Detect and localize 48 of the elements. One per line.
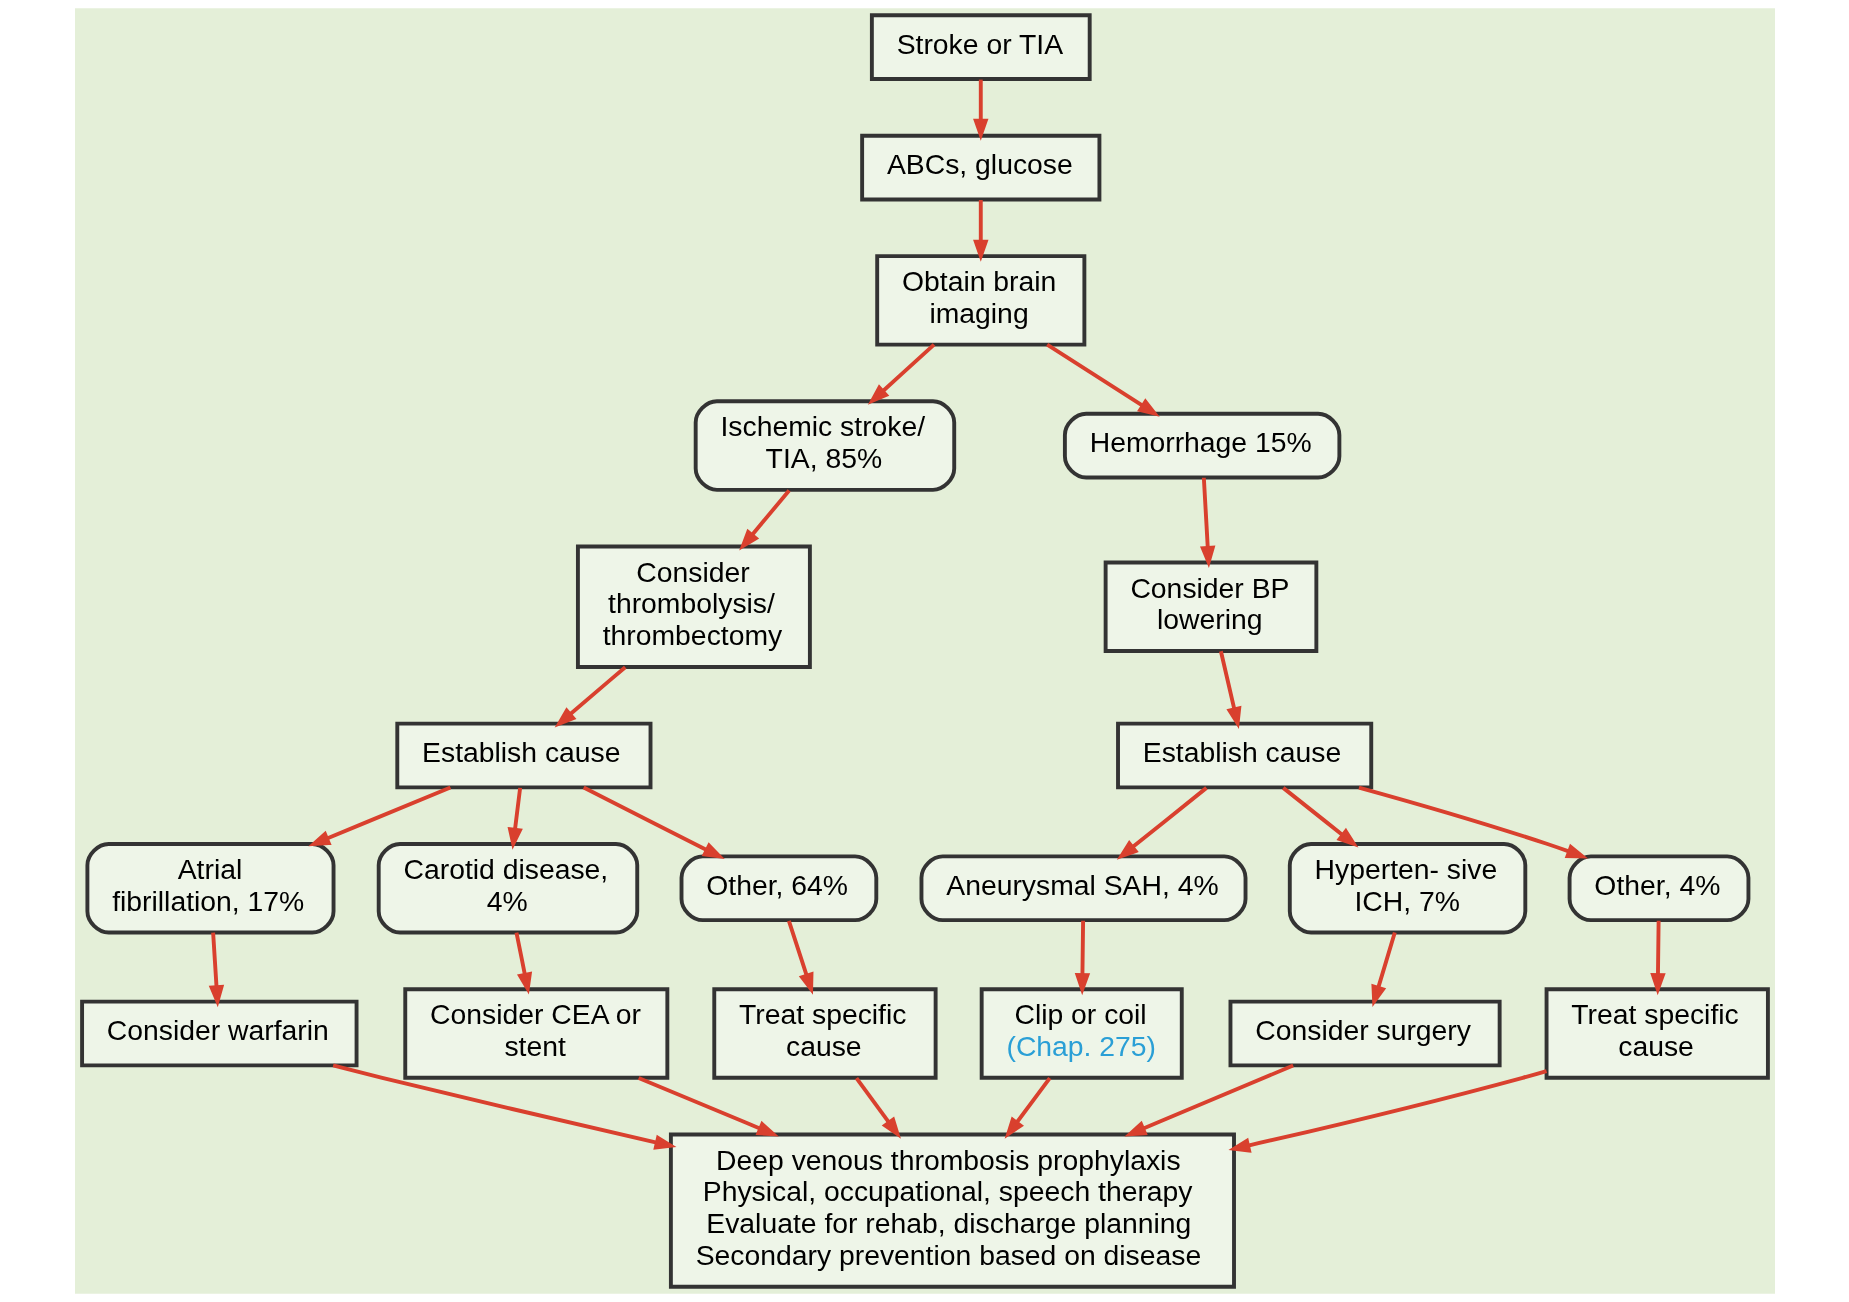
node-box: Ischemic stroke/ TIA, 85% xyxy=(693,399,956,492)
arrow xyxy=(332,1063,676,1150)
arrow xyxy=(1045,343,1160,417)
node-box: Consider warfarin xyxy=(79,999,358,1068)
arrow xyxy=(1227,1069,1547,1153)
node-box: Treat specific cause xyxy=(1544,987,1770,1080)
node-box: Obtain brain imaging xyxy=(874,254,1086,347)
arrow xyxy=(1123,1063,1294,1137)
arrow xyxy=(554,665,626,728)
arrow xyxy=(1074,920,1090,996)
node-box: Establish cause xyxy=(394,721,652,790)
arrow xyxy=(1218,650,1241,729)
arrow xyxy=(208,932,224,1008)
node-box: Stroke or TIA xyxy=(869,13,1092,81)
node-box: Deep venous thrombosis prophylaxis Physical, occupational, speech therapy Evaluate for rehab, discharge planning Secondary prevention based on disease xyxy=(668,1132,1236,1289)
arrow xyxy=(867,343,935,405)
arrow xyxy=(507,787,523,850)
node-box: Other, 4% xyxy=(1567,854,1750,923)
arrow xyxy=(1357,785,1588,859)
node-box: Consider surgery xyxy=(1228,999,1502,1068)
node-box: Atrial fibrillation, 17% xyxy=(84,842,335,935)
arrow xyxy=(1281,786,1358,848)
arrow xyxy=(1116,786,1208,860)
node-box: Treat specific cause xyxy=(711,987,938,1080)
arrow xyxy=(1004,1077,1051,1139)
node-box: Consider CEA or stent xyxy=(402,987,669,1080)
node-box: Clip or coil (Chap. 275) xyxy=(979,987,1184,1080)
arrow xyxy=(786,920,813,995)
arrow xyxy=(972,79,988,141)
arrow xyxy=(307,785,451,847)
node-box: Aneurysmal SAH, 4% xyxy=(919,854,1247,923)
arrow xyxy=(1199,477,1215,569)
arrow xyxy=(738,489,791,551)
node-box: Hemorrhage 15% xyxy=(1062,411,1341,480)
node-box: Establish cause xyxy=(1115,721,1373,790)
arrow xyxy=(1649,920,1666,996)
arrow xyxy=(582,785,725,860)
node-box: Other, 64% xyxy=(679,854,878,923)
node-box: Hyperten- sive ICH, 7% xyxy=(1287,842,1527,935)
arrow xyxy=(1370,932,1397,1008)
arrow xyxy=(514,932,532,995)
arrow xyxy=(972,199,988,262)
node-box: Carotid disease, 4% xyxy=(376,842,639,935)
node-box: ABCs, glucose xyxy=(859,133,1101,202)
node-box: Consider thrombolysis/ thrombectomy xyxy=(575,544,812,669)
node-box: Consider BP lowering xyxy=(1103,560,1318,653)
arrow xyxy=(637,1076,779,1137)
arrow xyxy=(854,1077,901,1139)
